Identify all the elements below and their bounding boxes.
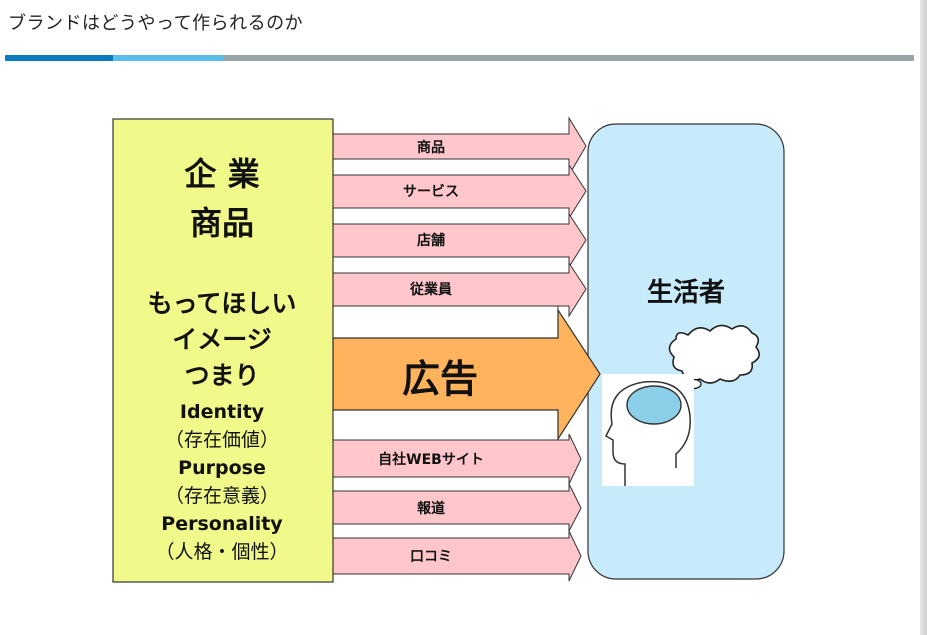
scrollbar-edge bbox=[920, 0, 927, 635]
title-rule bbox=[223, 55, 914, 61]
channel-label-store: 店舗 bbox=[417, 232, 445, 249]
company-desire-line3: つまり bbox=[184, 361, 259, 390]
channel-label-news: 報道 bbox=[417, 500, 445, 517]
page-title: ブランドはどうやって作られるのか bbox=[8, 13, 304, 34]
company-heading-line2: 商品 bbox=[190, 204, 254, 242]
arrow-store bbox=[332, 212, 587, 269]
channel-label-staff: 従業員 bbox=[409, 281, 452, 298]
arrow-website bbox=[332, 433, 582, 485]
title-rule-accent-light bbox=[113, 55, 223, 61]
purpose-translation: （存在意義） bbox=[165, 485, 279, 507]
identity-label: Identity bbox=[180, 401, 265, 423]
company-desire-line2: イメージ bbox=[172, 325, 272, 354]
company-heading-line1: 企 業 bbox=[184, 155, 259, 193]
arrow-wom bbox=[332, 530, 582, 582]
arrow-product bbox=[332, 116, 587, 177]
head-icon bbox=[602, 374, 694, 486]
arrow-news bbox=[332, 483, 582, 532]
personality-label: Personality bbox=[161, 513, 283, 535]
channel-label-wom: 口コミ bbox=[410, 549, 452, 565]
consumer-label: 生活者 bbox=[647, 278, 725, 308]
purpose-label: Purpose bbox=[178, 457, 266, 479]
title-rule-accent bbox=[5, 55, 113, 61]
channel-label-service: サービス bbox=[403, 184, 459, 200]
channel-label-product: 商品 bbox=[417, 139, 445, 156]
arrow-staff bbox=[332, 261, 587, 318]
channel-label-ads: 広告 bbox=[402, 357, 478, 401]
channel-label-website: 自社WEBサイト bbox=[378, 451, 484, 468]
arrow-ads bbox=[332, 307, 601, 442]
personality-translation: （人格・個性） bbox=[155, 541, 288, 563]
arrow-service bbox=[332, 163, 587, 220]
identity-translation: （存在価値） bbox=[165, 429, 279, 451]
channel-arrows bbox=[332, 116, 601, 582]
company-desire-line1: もってほしい bbox=[148, 289, 297, 318]
company-box bbox=[112, 118, 334, 583]
